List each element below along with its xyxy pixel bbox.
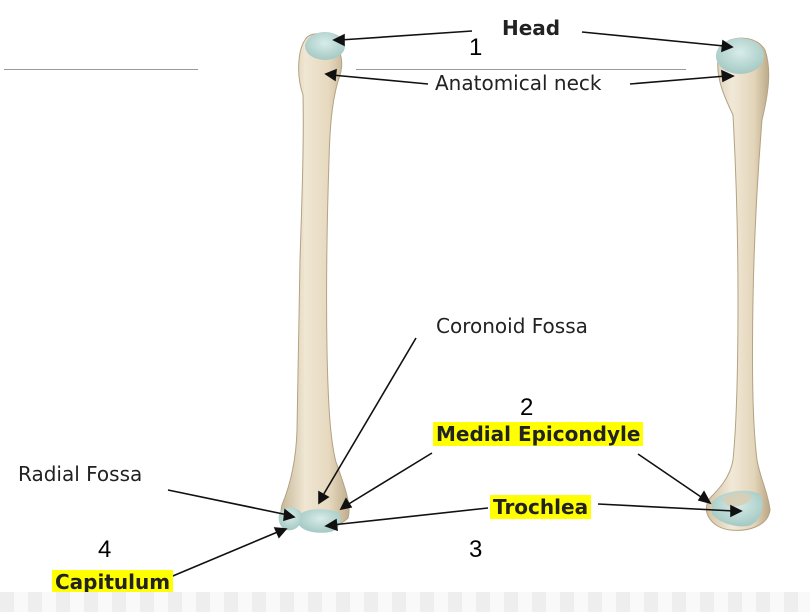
arrow-trochlea-left	[324, 518, 338, 532]
right-humerus-shaft	[705, 37, 771, 531]
leader-radial-fossa	[167, 489, 289, 516]
leader-medial-epicondyle-right	[637, 453, 705, 500]
number-1: 1	[469, 34, 483, 61]
arrow-neck-right	[721, 69, 735, 83]
arrow-medial-epicondyle-left	[339, 497, 353, 511]
right-olecranon-fossa	[722, 492, 752, 507]
label-trochlea: Trochlea	[490, 495, 592, 519]
number-3: 3	[469, 536, 483, 563]
label-radial-fossa: Radial Fossa	[18, 462, 143, 486]
right-humerus	[705, 37, 771, 531]
leader-capitulum	[167, 530, 281, 579]
leader-neck-left	[331, 74, 429, 85]
leader-neck-right	[629, 75, 727, 85]
label-coronoid-fossa: Coronoid Fossa	[436, 314, 588, 338]
arrow-coronoid-fossa	[318, 490, 330, 505]
left-humerus-shaft	[280, 33, 350, 528]
label-medial-epicondyle: Medial Epicondyle	[433, 422, 644, 446]
leader-coronoid-fossa	[321, 337, 417, 498]
answer-line-2	[356, 69, 686, 70]
label-capitulum: Capitulum	[52, 570, 174, 594]
number-4: 4	[98, 536, 112, 563]
arrow-neck-left	[324, 68, 337, 82]
arrow-radial-fossa	[283, 508, 296, 522]
left-humerus	[278, 32, 350, 533]
left-head-cartilage	[305, 32, 345, 60]
label-anatomical-neck: Anatomical neck	[435, 71, 602, 95]
arrow-medial-epicondyle-right	[697, 490, 712, 505]
leader-lines	[167, 30, 743, 579]
arrow-head-right	[721, 39, 734, 53]
leader-medial-epicondyle-left	[346, 452, 433, 506]
answer-line-1	[4, 69, 198, 70]
leader-head-left	[339, 30, 473, 41]
leader-trochlea-right	[597, 503, 735, 512]
leader-trochlea-left	[331, 507, 489, 526]
bottom-strip	[0, 592, 810, 612]
arrow-capitulum	[273, 527, 288, 539]
arrow-head-left	[332, 33, 345, 47]
leader-head-right	[581, 31, 725, 47]
arrow-trochlea-right	[730, 504, 743, 518]
number-2: 2	[520, 394, 534, 421]
label-head: Head	[502, 16, 561, 40]
